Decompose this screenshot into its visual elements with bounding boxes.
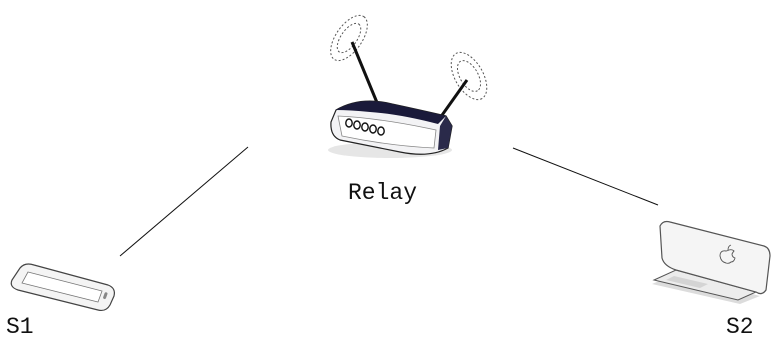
link-relay-s2 (512, 147, 659, 206)
relay-label: Relay (348, 180, 418, 206)
s2-label: S2 (726, 314, 754, 340)
smartphone-icon (10, 263, 115, 312)
link-s1-relay (119, 146, 249, 257)
s1-label: S1 (6, 314, 34, 340)
router-icon (328, 14, 488, 158)
laptop-icon (652, 220, 771, 304)
